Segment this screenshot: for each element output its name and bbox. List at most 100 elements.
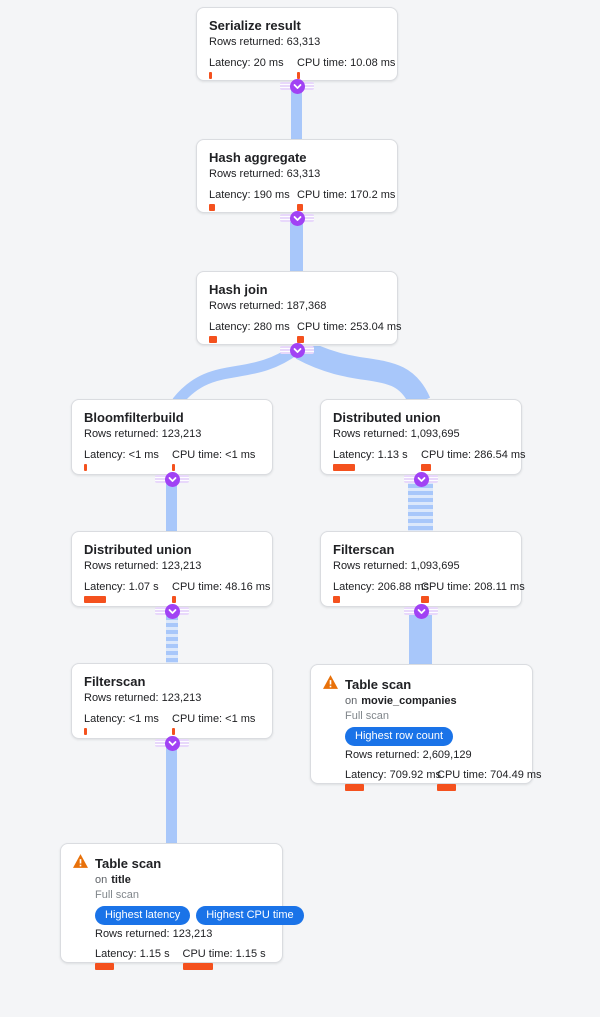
node-title: Hash aggregate [209, 150, 307, 165]
node-title: Distributed union [84, 542, 192, 557]
rows-returned: Rows returned: 63,313 [209, 168, 321, 180]
table-reference: on title [95, 873, 270, 888]
on-label: on [345, 695, 358, 707]
node-filterscan-left[interactable]: Filterscan Rows returned: 123,213 Latenc… [71, 663, 273, 739]
scan-type: Full scan [95, 889, 140, 901]
edge-hash-aggregate-to-hash-join [290, 216, 303, 273]
node-hash-aggregate[interactable]: Hash aggregate Rows returned: 63,313 Lat… [196, 139, 398, 213]
node-serialize-result[interactable]: Serialize result Rows returned: 63,313 L… [196, 7, 398, 81]
cpu-time-value: CPU time: 253.04 ms [297, 321, 402, 333]
on-label: on [95, 874, 108, 886]
cpu-time-bar [172, 464, 175, 471]
edge-hash-join-to-bloomfilterbuild [172, 346, 300, 404]
edge-fanout-hash-join [172, 346, 431, 404]
cpu-time-bar [297, 72, 300, 79]
rows-returned: Rows returned: 1,093,695 [333, 428, 460, 440]
cpu-time-value: CPU time: 10.08 ms [297, 57, 396, 69]
collapse-button-hash-join[interactable] [290, 343, 305, 358]
scan-type: Full scan [345, 710, 390, 722]
node-title: Filterscan [333, 542, 395, 557]
warning-icon [73, 854, 88, 873]
latency-bar [209, 72, 212, 79]
node-distributed-union-left[interactable]: Distributed union Rows returned: 123,213… [71, 531, 273, 607]
table-name: title [111, 874, 131, 886]
cpu-time-value: CPU time: 286.54 ms [421, 449, 526, 461]
cpu-time-bar [297, 204, 303, 211]
edge-bloomfilterbuild-to-distributed-union [166, 477, 177, 533]
latency-value: Latency: <1 ms [84, 713, 159, 725]
rows-returned: Rows returned: 187,368 [209, 300, 327, 312]
latency-bar [84, 728, 87, 735]
latency-value: Latency: 1.07 s [84, 581, 159, 593]
edge-distributed-union-to-filterscan-left [166, 609, 178, 665]
cpu-time-value: CPU time: 48.16 ms [172, 581, 271, 593]
latency-value: Latency: 190 ms [209, 189, 290, 201]
collapse-button-distributed-union-left[interactable] [165, 604, 180, 619]
highest-row-count-badge: Highest row count [345, 727, 454, 746]
edge-serialize-to-hash-aggregate [291, 84, 302, 141]
node-title: Filterscan [84, 674, 146, 689]
node-distributed-union-right[interactable]: Distributed union Rows returned: 1,093,6… [320, 399, 526, 475]
cpu-time-bar [421, 596, 429, 603]
edge-hash-join-to-distributed-union [295, 346, 431, 404]
node-bloomfilterbuild[interactable]: Bloomfilterbuild Rows returned: 123,213 … [71, 399, 273, 475]
cpu-time-bar [437, 784, 456, 791]
node-title: Distributed union [333, 410, 441, 425]
rows-returned: Rows returned: 123,213 [84, 692, 202, 704]
node-title: Bloomfilterbuild [84, 410, 184, 425]
table-reference: on movie_companies [345, 694, 520, 709]
edge-filterscan-to-table-scan-left [166, 741, 177, 845]
latency-bar [333, 464, 355, 471]
cpu-time-value: CPU time: 704.49 ms [437, 769, 542, 781]
node-table-scan-movie-companies[interactable]: Table scan on movie_companies Full scan … [310, 664, 542, 791]
latency-value: Latency: 206.88 ms [333, 581, 430, 593]
highest-latency-badge: Highest latency [95, 906, 191, 925]
latency-value: Latency: 280 ms [209, 321, 290, 333]
table-name: movie_companies [361, 695, 457, 707]
cpu-time-bar [182, 963, 213, 970]
collapse-button-distributed-union-right[interactable] [414, 472, 429, 487]
node-filterscan-right[interactable]: Filterscan Rows returned: 1,093,695 Late… [320, 531, 525, 607]
edge-filterscan-to-table-scan-right [409, 609, 432, 666]
latency-value: Latency: 1.15 s [95, 948, 170, 960]
rows-returned: Rows returned: 1,093,695 [333, 560, 460, 572]
latency-value: Latency: 709.92 ms [345, 769, 442, 781]
collapse-button-serialize[interactable] [290, 79, 305, 94]
rows-returned: Rows returned: 63,313 [209, 36, 321, 48]
latency-bar [95, 963, 114, 970]
rows-returned: Rows returned: 123,213 [95, 928, 213, 940]
collapse-button-bloomfilterbuild[interactable] [165, 472, 180, 487]
cpu-time-bar [172, 596, 176, 603]
node-title: Serialize result [209, 18, 301, 33]
collapse-button-filterscan-left[interactable] [165, 736, 180, 751]
rows-returned: Rows returned: 123,213 [84, 560, 202, 572]
cpu-time-value: CPU time: 170.2 ms [297, 189, 396, 201]
latency-value: Latency: <1 ms [84, 449, 159, 461]
latency-bar [333, 596, 340, 603]
cpu-time-bar [297, 336, 304, 343]
latency-bar [209, 204, 215, 211]
latency-value: Latency: 1.13 s [333, 449, 408, 461]
collapse-button-hash-aggregate[interactable] [290, 211, 305, 226]
latency-value: Latency: 20 ms [209, 57, 284, 69]
collapse-button-filterscan-right[interactable] [414, 604, 429, 619]
latency-bar [84, 464, 87, 471]
latency-bar [345, 784, 364, 791]
cpu-time-bar [172, 728, 175, 735]
node-title: Table scan [95, 855, 162, 871]
cpu-time-bar [421, 464, 431, 471]
highest-cpu-time-badge: Highest CPU time [196, 906, 304, 925]
latency-bar [209, 336, 217, 343]
node-title: Hash join [209, 282, 268, 297]
cpu-time-value: CPU time: 208.11 ms [421, 581, 525, 593]
rows-returned: Rows returned: 123,213 [84, 428, 202, 440]
node-table-scan-title[interactable]: Table scan on title Full scan Highest la… [60, 843, 304, 970]
cpu-time-value: CPU time: <1 ms [172, 713, 256, 725]
warning-icon [323, 675, 338, 694]
latency-bar [84, 596, 106, 603]
rows-returned: Rows returned: 2,609,129 [345, 749, 472, 761]
node-title: Table scan [345, 676, 412, 692]
node-hash-join[interactable]: Hash join Rows returned: 187,368 Latency… [196, 271, 402, 345]
cpu-time-value: CPU time: <1 ms [172, 449, 256, 461]
